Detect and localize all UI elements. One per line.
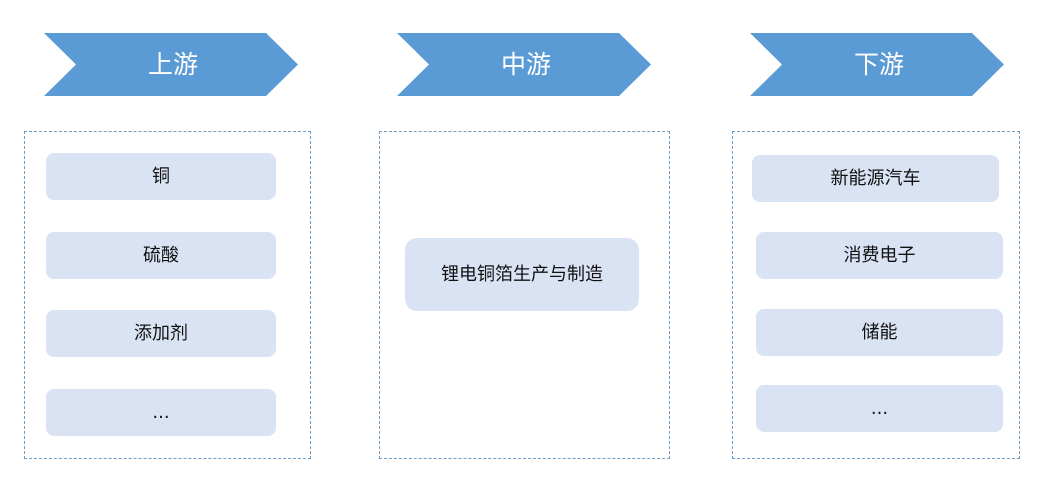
chevron-arrow-shape bbox=[750, 33, 1004, 96]
upstream-item-more: ... bbox=[46, 389, 276, 436]
downstream-item-consumer-electronics: 消费电子 bbox=[756, 232, 1003, 279]
downstream-item-energy-storage: 储能 bbox=[756, 309, 1003, 356]
upstream-item-copper: 铜 bbox=[46, 153, 276, 200]
stage-midstream-title: 中游 bbox=[500, 50, 551, 79]
stage-upstream-panel: 铜 硫酸 添加剂 ... bbox=[24, 131, 311, 459]
stage-upstream-header: 上游 bbox=[44, 33, 298, 96]
midstream-item-copper-foil-manufacturing: 锂电铜箔生产与制造 bbox=[405, 238, 639, 311]
chevron-arrow-shape bbox=[397, 33, 651, 96]
stage-downstream-panel: 新能源汽车 消费电子 储能 ... bbox=[732, 131, 1020, 459]
downstream-item-more: ... bbox=[756, 385, 1003, 432]
stage-downstream-title: 下游 bbox=[853, 50, 904, 79]
stage-upstream-title: 上游 bbox=[147, 50, 198, 79]
stage-downstream-header: 下游 bbox=[750, 33, 1004, 96]
stage-midstream-header: 中游 bbox=[397, 33, 651, 96]
chevron-arrow-shape bbox=[44, 33, 298, 96]
upstream-item-sulfuric-acid: 硫酸 bbox=[46, 232, 276, 279]
upstream-item-additive: 添加剂 bbox=[46, 310, 276, 357]
downstream-item-new-energy-vehicles: 新能源汽车 bbox=[752, 155, 999, 202]
stage-midstream-panel: 锂电铜箔生产与制造 bbox=[379, 131, 670, 459]
